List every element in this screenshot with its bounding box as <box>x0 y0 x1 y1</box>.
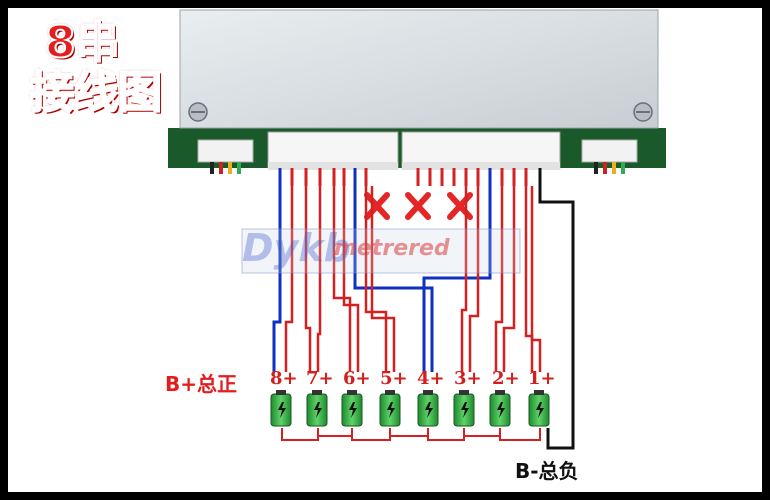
watermark-suffix: metrered <box>334 236 450 261</box>
battery-icon-1 <box>528 390 550 427</box>
side-connector-right <box>581 139 638 163</box>
cell-label-2: 2+ <box>492 368 520 389</box>
black-wire <box>538 186 575 450</box>
battery-icon-8 <box>270 390 292 427</box>
side-connector-left <box>197 139 254 163</box>
cell-label-3: 3+ <box>454 368 482 389</box>
watermark-box <box>241 228 521 274</box>
aluminum-plate <box>179 9 659 129</box>
cell-label-5: 5+ <box>380 368 408 389</box>
cell-label-8: 8+ <box>270 368 298 389</box>
cell-label-7: 7+ <box>306 368 334 389</box>
cell-label-6: 6+ <box>343 368 371 389</box>
battery-icon-2 <box>489 390 511 427</box>
cell-links <box>281 428 541 441</box>
battery-cells <box>270 390 550 427</box>
battery-icon-6 <box>341 390 363 427</box>
cell-label-4: 4+ <box>417 368 445 389</box>
title-line2: 接线图 <box>29 67 163 118</box>
title-line1: 8串 <box>44 17 121 68</box>
blue-wires <box>272 186 492 372</box>
connector-wire-stubs <box>278 168 542 186</box>
battery-icon-5 <box>379 390 401 427</box>
b-minus-label: B-总负 <box>515 459 579 483</box>
not-connected-marks <box>364 192 473 220</box>
watermark-brand: Dykb <box>242 226 351 270</box>
battery-icon-7 <box>306 390 328 427</box>
red-wires <box>284 186 542 372</box>
b-plus-label: B+总正 <box>165 372 238 396</box>
battery-icon-4 <box>417 390 439 427</box>
cell-label-1: 1+ <box>528 368 556 389</box>
battery-icon-3 <box>453 390 475 427</box>
